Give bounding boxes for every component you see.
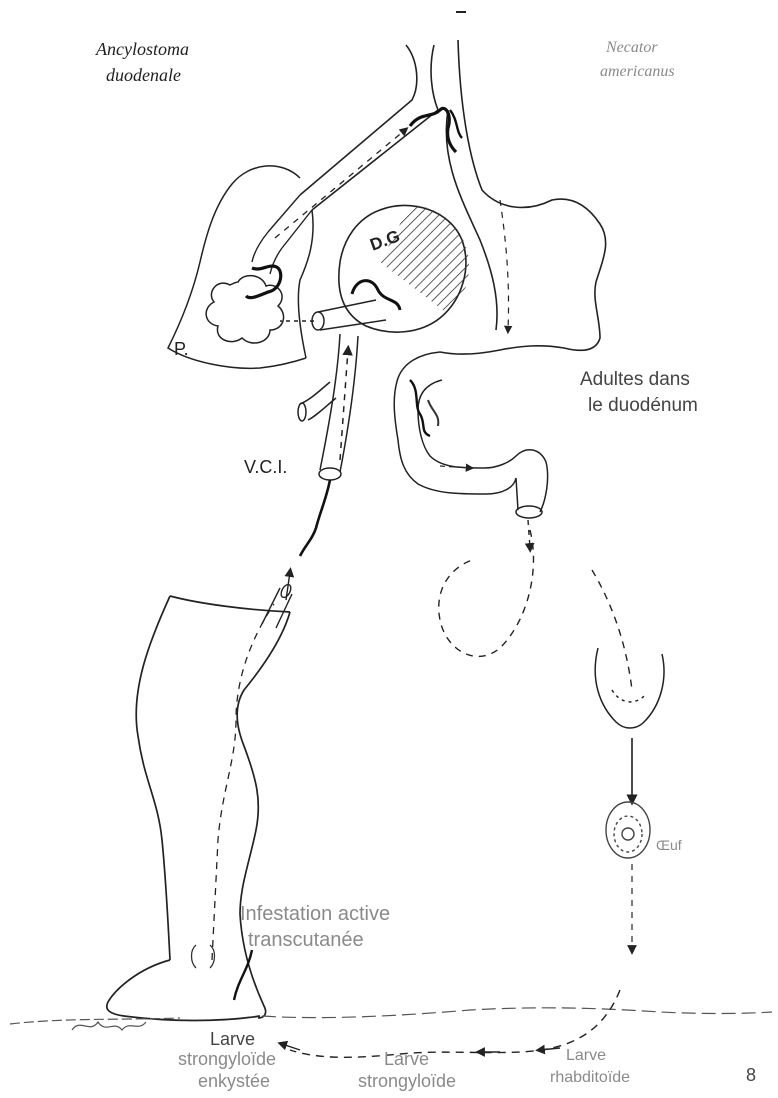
- species-left-line1: Ancylostoma: [96, 40, 189, 59]
- faeces: [595, 648, 664, 728]
- adult-worm-2: [428, 400, 438, 426]
- rhabditoid-larva-line2: rhabditoïde: [550, 1070, 630, 1087]
- faeces-arrow: [592, 570, 632, 690]
- worm-top: [410, 108, 456, 152]
- encysted-larva-line3: enkystée: [198, 1072, 270, 1091]
- egg-loop: [439, 530, 534, 656]
- infestation-label-line2: transcutanée: [248, 930, 364, 951]
- strongyloid-larva-line1: Larve: [384, 1050, 429, 1069]
- encysted-larva-line2: strongyloïde: [178, 1050, 276, 1069]
- leg: [107, 596, 290, 1021]
- duodenum: [394, 352, 547, 518]
- figure-number: 8: [746, 1066, 756, 1085]
- swallow-arrow: [500, 200, 509, 330]
- egg-drawing: [606, 802, 650, 858]
- ground: [10, 1008, 772, 1030]
- lung-label: P.: [174, 340, 189, 359]
- adults-label-line2: le duodénum: [588, 396, 698, 416]
- adults-label-line1: Adultes dans: [580, 370, 690, 390]
- rhabditoid-larva-line1: Larve: [566, 1048, 606, 1065]
- strongyloid-larva-line2: strongyloïde: [358, 1072, 456, 1091]
- ankle-mark: [192, 945, 215, 968]
- alveoli: [206, 276, 283, 343]
- infestation-label-line1: Infestation active: [240, 904, 390, 925]
- species-right-line2: americanus: [600, 64, 675, 81]
- worm-top-2: [450, 110, 462, 138]
- heart: [339, 205, 469, 332]
- inferior-vena-cava: [298, 334, 358, 480]
- larva-in-blood: [300, 480, 330, 556]
- skin-entry-tube: [262, 583, 293, 628]
- lung-outline: [168, 166, 313, 368]
- egg-label: Œuf: [656, 838, 682, 853]
- encysted-larva-line1: Larve: [210, 1030, 255, 1049]
- species-left-line2: duodenale: [106, 66, 181, 85]
- species-right-line1: Necator: [606, 40, 658, 57]
- egg-drop-arrow: [528, 520, 530, 548]
- bronchus: [252, 195, 312, 274]
- vena-cava-label: V.C.I.: [244, 458, 287, 477]
- larva-entering-skin: [234, 950, 252, 1000]
